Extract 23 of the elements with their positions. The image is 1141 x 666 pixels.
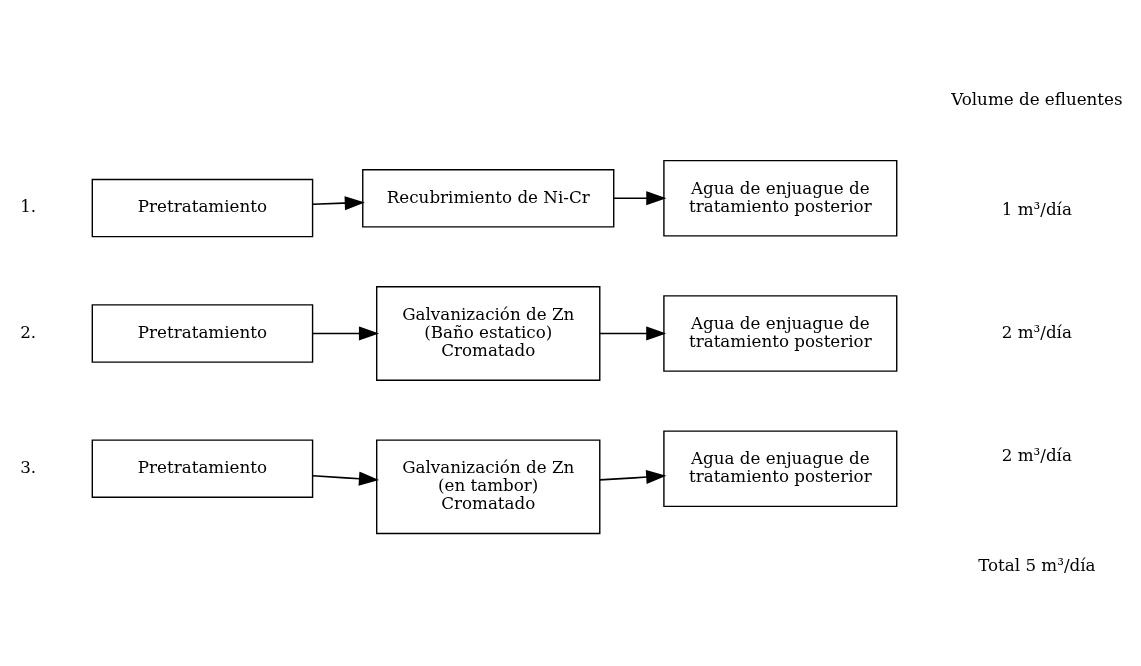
node-box: Pretratamiento	[91, 303, 314, 363]
label: 3.	[20, 456, 37, 477]
node-box: Agua de enjuague de tratamiento posterior	[663, 429, 898, 507]
label: Total 5 m³/día	[978, 554, 1096, 575]
arrow	[312, 471, 379, 486]
node-box: Pretratamiento	[91, 438, 314, 498]
label: 2 m³/día	[1001, 444, 1072, 465]
label: 1 m³/día	[1001, 198, 1072, 219]
arrow	[599, 469, 667, 484]
label: 2 m³/día	[1001, 321, 1072, 342]
arrow	[599, 325, 667, 341]
arrow	[613, 190, 667, 205]
node-box: Pretratamiento	[91, 178, 314, 237]
arrow	[312, 195, 365, 210]
arrow	[312, 325, 379, 341]
node-box: Galvanización de Zn (Baño estatico) Cromatado	[376, 285, 601, 381]
node-box: Agua de enjuague de tratamiento posterior	[663, 294, 898, 372]
node-box: Galvanización de Zn (en tambor) Cromatado	[376, 438, 601, 534]
label: Volume de efluentes	[951, 88, 1123, 109]
node-box: Agua de enjuague de tratamiento posterior	[663, 159, 898, 237]
label: 2.	[20, 321, 37, 342]
node-box: Recubrimiento de Ni-Cr	[362, 168, 615, 228]
label: 1.	[20, 195, 37, 216]
